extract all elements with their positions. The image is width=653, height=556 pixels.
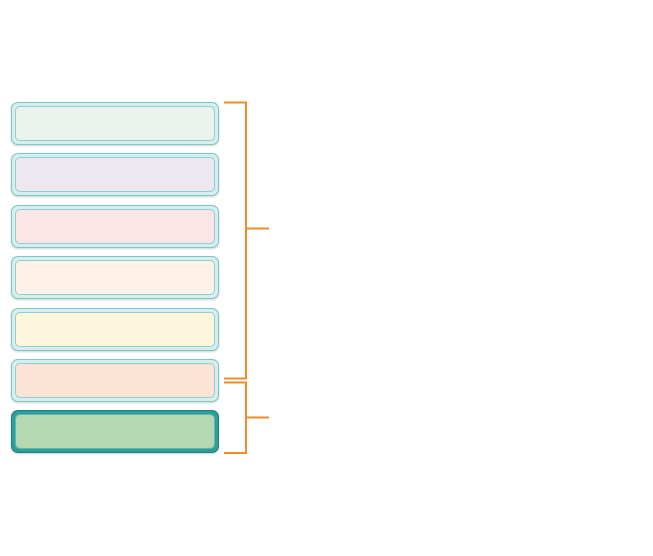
stack-box-3 <box>11 205 219 248</box>
upper-bracket <box>224 101 269 380</box>
stack-box-4 <box>11 256 219 299</box>
stack-box-1-fill <box>15 106 215 141</box>
stack-box-2-fill <box>15 157 215 192</box>
stack-box-5 <box>11 308 219 351</box>
stack-box-1 <box>11 102 219 145</box>
stack-box-4-fill <box>15 260 215 295</box>
stack-box-5-fill <box>15 312 215 347</box>
stack-box-6-fill <box>15 363 215 398</box>
stack-box-3-fill <box>15 209 215 244</box>
stack-box-2 <box>11 153 219 196</box>
stack-box-6 <box>11 359 219 402</box>
stack-box-7 <box>11 410 219 453</box>
stack-box-7-fill <box>15 414 215 449</box>
lower-bracket <box>224 381 269 454</box>
